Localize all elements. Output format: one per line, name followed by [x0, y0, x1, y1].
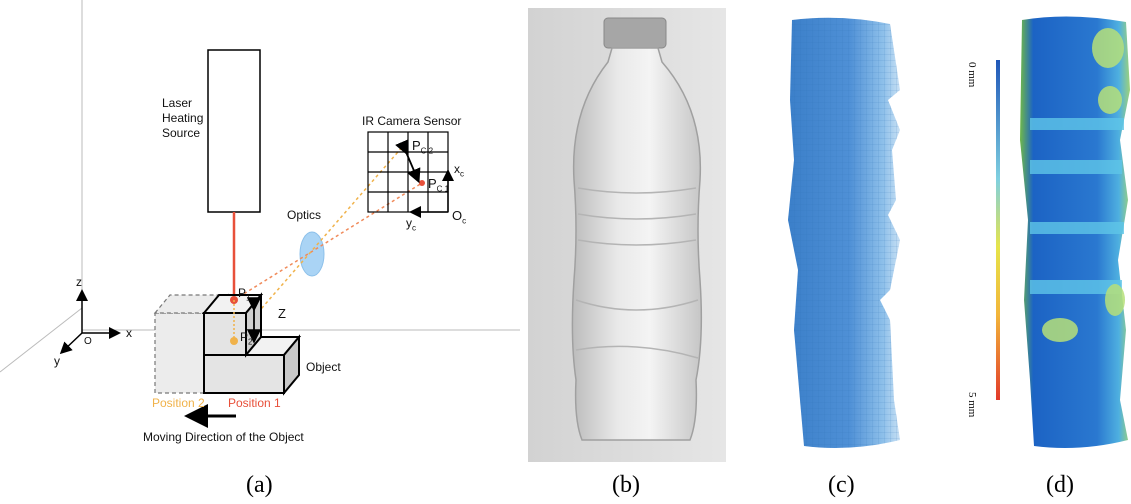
origin-label: O [84, 336, 92, 347]
error-heatmap [996, 16, 1130, 448]
panel-b-photo: (b) [528, 0, 726, 498]
position2-label: Position 2 [152, 396, 205, 410]
panel-c-mesh: (c) [740, 0, 940, 498]
bottle-photo [528, 8, 726, 462]
moving-direction-label: Moving Direction of the Object [143, 430, 304, 444]
caption-c: (c) [828, 472, 855, 498]
optics-lens [299, 231, 325, 277]
panel-d-error-map: 0 mm 5 mm (d) [950, 0, 1131, 498]
axis-z-label: z [76, 275, 82, 289]
laser-label-3: Source [162, 126, 201, 140]
scale-top-label: 0 mm [966, 62, 978, 88]
p1-label: P1 [238, 286, 251, 303]
world-y-axis [59, 332, 83, 355]
optics-label: Optics [287, 208, 322, 222]
laser-label-1: Laser [162, 96, 193, 110]
laser-label-2: Heating [162, 111, 204, 125]
axis-x-label: x [126, 326, 132, 340]
color-scale-bar [996, 60, 1000, 400]
setup-diagram-svg [0, 0, 520, 428]
pc1-label: PC 1 [428, 176, 450, 194]
ir-sensor-grid [367, 131, 449, 213]
oc-label: Oc [452, 208, 467, 226]
bottle-cap [603, 17, 667, 49]
floor-diagonal-line [0, 307, 83, 373]
caption-a: (a) [246, 472, 273, 498]
bottle-body [571, 47, 703, 441]
panel-a-diagram: Laser Heating Source IR Camera Sensor Op… [0, 0, 520, 504]
ray-p2-to-pc2 [233, 144, 405, 341]
pc-shift-arrow [395, 139, 421, 184]
xc-label: xc [454, 162, 464, 179]
caption-d: (d) [1046, 472, 1074, 498]
pc2-point [401, 142, 407, 148]
z-height-label: Z [278, 306, 286, 321]
laser-source-box [207, 49, 261, 213]
yc-label: yc [406, 216, 416, 233]
position1-label: Position 1 [228, 396, 281, 410]
pc1-point [419, 180, 425, 186]
ray-p1-to-pc1 [233, 182, 423, 301]
object-label: Object [306, 360, 341, 374]
scale-bottom-label: 5 mm [966, 392, 978, 418]
p2-label: P2 [240, 330, 253, 347]
reconstructed-mesh [788, 17, 900, 448]
caption-b: (b) [612, 472, 640, 498]
ir-sensor-label: IR Camera Sensor [362, 114, 462, 128]
pc2-label: PC 2 [412, 138, 434, 156]
axis-y-label: y [54, 354, 60, 368]
